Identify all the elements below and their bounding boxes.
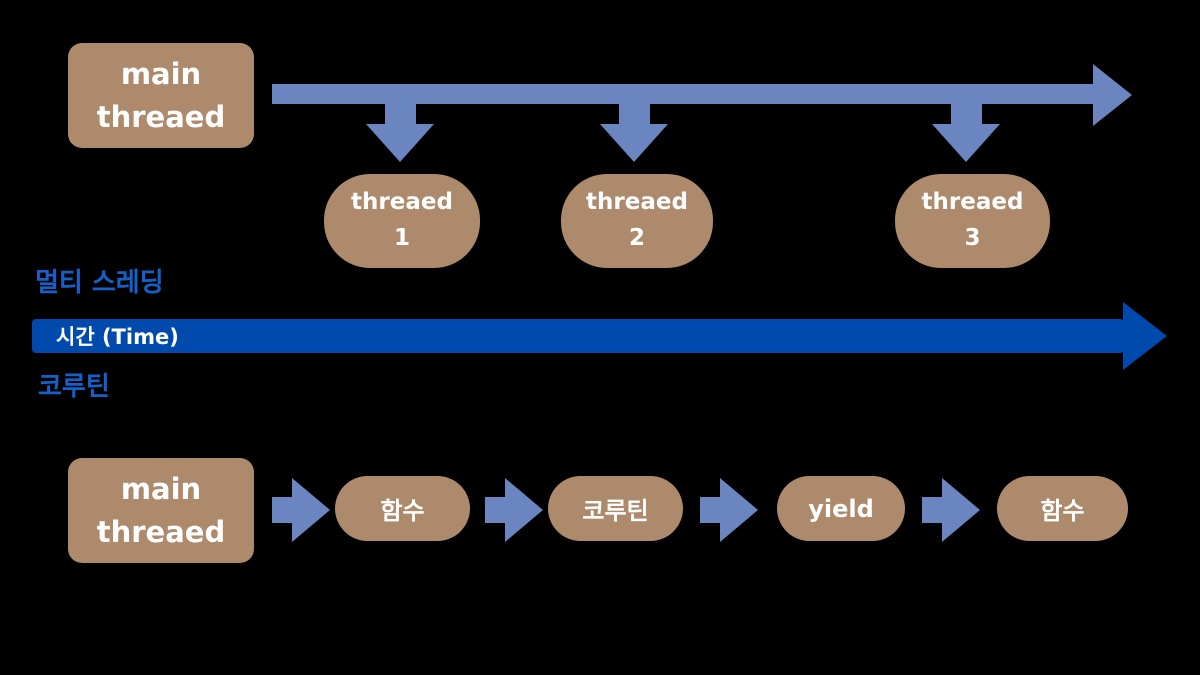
coroutine-flow-arrow-1-head-icon: [292, 478, 330, 542]
coroutine-step-pill-2: 코루틴: [548, 476, 683, 541]
thread-spawn-arrow-3-stem: [951, 104, 982, 124]
main-thread-box-bottom-line2: threaed: [96, 514, 226, 549]
time-axis-arrow-bar: 시간 (Time): [32, 319, 1124, 353]
thread-pill-2: threaed 2: [561, 174, 713, 268]
coroutine-step-pill-4: 함수: [997, 476, 1128, 541]
coroutine-step-pill-3: yield: [777, 476, 905, 541]
thread-spawn-arrow-1-stem: [385, 104, 416, 124]
thread-spawn-arrow-1-head-icon: [366, 124, 434, 162]
thread-pill-3: threaed 3: [895, 174, 1050, 268]
main-thread-box-top-line2: threaed: [96, 99, 226, 134]
thread-pill-2-line2: 2: [628, 225, 645, 251]
thread-pill-1: threaed 1: [324, 174, 480, 268]
time-axis-arrowhead-icon: [1123, 302, 1167, 370]
thread-spawn-arrow-2-stem: [619, 104, 650, 124]
coroutine-flow-arrow-2-stem: [485, 497, 505, 523]
main-thread-box-bottom: main threaed: [68, 458, 254, 563]
thread-pill-3-line2: 3: [964, 225, 981, 251]
time-axis-label: 시간 (Time): [56, 325, 179, 349]
thread-pill-1-line2: 1: [393, 225, 410, 251]
thread-spawn-arrow-3-head-icon: [932, 124, 1000, 162]
main-thread-box-top: main threaed: [68, 43, 254, 148]
main-thread-timeline-bar: [272, 84, 1093, 104]
coroutine-step-pill-1: 함수: [335, 476, 470, 541]
thread-pill-1-line1: threaed: [351, 189, 453, 216]
coroutine-flow-arrow-4-stem: [922, 497, 942, 523]
coroutine-flow-arrow-4-head-icon: [942, 478, 980, 542]
thread-pill-3-line1: threaed: [921, 189, 1024, 216]
main-thread-box-top-line1: main: [120, 57, 202, 92]
main-thread-timeline-arrowhead-icon: [1093, 64, 1132, 126]
thread-pill-2-line1: threaed: [586, 189, 688, 216]
coroutine-flow-arrow-2-head-icon: [505, 478, 543, 542]
multithreading-section-label: 멀티 스레딩: [35, 268, 164, 298]
main-thread-box-bottom-line1: main: [120, 472, 202, 507]
coroutine-flow-arrow-3-stem: [700, 497, 720, 523]
coroutine-flow-arrow-1-stem: [272, 497, 292, 523]
thread-spawn-arrow-2-head-icon: [600, 124, 668, 162]
coroutine-section-label: 코루틴: [38, 372, 110, 402]
coroutine-flow-arrow-3-head-icon: [720, 478, 758, 542]
